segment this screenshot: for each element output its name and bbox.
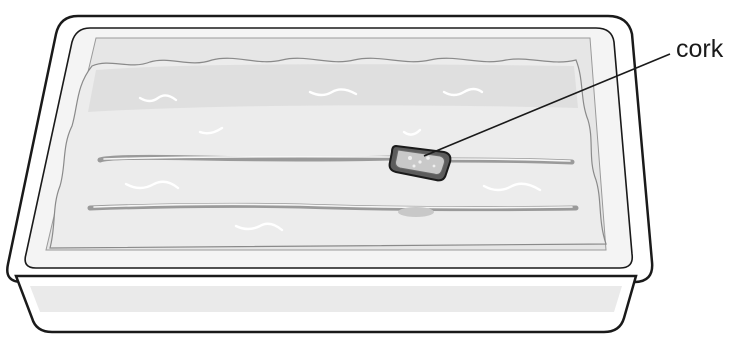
- water-shadow: [398, 207, 434, 217]
- cork-speckle: [418, 160, 421, 163]
- cork-speckle: [408, 156, 412, 160]
- water-back-band: [88, 64, 578, 112]
- tray-front-shade: [30, 286, 622, 312]
- cork-speckle: [426, 156, 430, 160]
- cork-label: cork: [676, 35, 724, 63]
- cork-speckle: [433, 165, 436, 168]
- cork-speckle: [413, 165, 416, 168]
